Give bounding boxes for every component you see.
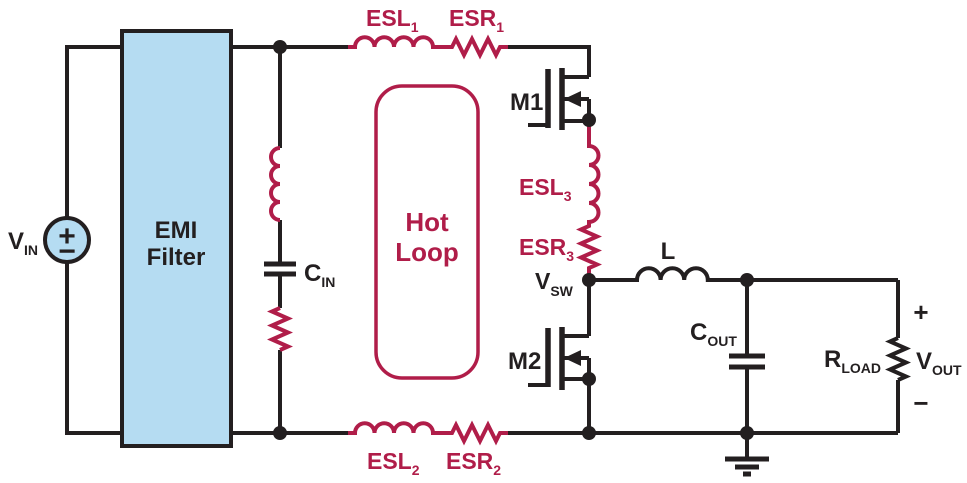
- junction-cin-top: [273, 40, 287, 54]
- junction-cout-bottom: [740, 426, 754, 440]
- m2-label: M2: [508, 348, 541, 375]
- esl1-label: ESL1: [366, 5, 419, 35]
- cin-branch: CIN: [264, 146, 335, 352]
- vsw-label: VSW: [535, 268, 574, 299]
- emi-filter-label-line2: Filter: [147, 244, 206, 271]
- junction-cin-bottom: [273, 426, 287, 440]
- vin-label: VIN: [8, 228, 38, 258]
- junction-m2-rail: [582, 426, 596, 440]
- output-inductor: L: [589, 238, 898, 282]
- bottom-parasitic-chain: ESL2 ESR2: [348, 420, 508, 478]
- esr3-label: ESR3: [519, 234, 574, 264]
- cout-label: COUT: [690, 319, 737, 349]
- esr2-label: ESR2: [446, 448, 501, 478]
- emi-filter-label-line1: EMI: [155, 217, 198, 244]
- rload-output: RLOAD + VOUT −: [824, 297, 962, 418]
- esl3-label: ESL3: [519, 174, 572, 204]
- esl2-label: ESL2: [367, 448, 420, 478]
- junction-m1-source: [582, 113, 596, 127]
- esl1-esr1-symbol: [348, 34, 508, 60]
- esr1-label: ESR1: [449, 5, 504, 35]
- m2-body-diode-arrow-icon: [564, 350, 581, 366]
- vout-plus-sign: +: [913, 297, 928, 327]
- junction-dots: [273, 40, 754, 440]
- emi-filter-box: [120, 29, 233, 448]
- hot-loop-label-line2: Loop: [395, 237, 459, 267]
- vout-label: VOUT: [916, 348, 962, 378]
- vin-source: + − VIN: [8, 216, 91, 268]
- l-inductor-symbol: [589, 266, 898, 282]
- vin-minus-icon: −: [58, 235, 76, 268]
- m1-mosfet: M1: [510, 68, 591, 130]
- cin-esl-inductor-symbol: [269, 146, 281, 222]
- hot-loop-label-line1: Hot: [405, 207, 449, 237]
- wire-vin-top: [65, 45, 122, 218]
- junction-cout-top: [740, 273, 754, 287]
- vin-plus-icon: +: [58, 220, 76, 253]
- hot-loop-callout: Hot Loop: [374, 84, 480, 380]
- m2-mosfet: M2: [508, 327, 591, 390]
- hot-loop-outline: [374, 84, 480, 380]
- wire-vin-bottom: [65, 262, 122, 435]
- cin-esr-resistor-symbol: [267, 306, 293, 352]
- m1-label: M1: [510, 89, 543, 116]
- wiring: [65, 45, 900, 435]
- top-parasitic-chain: ESL1 ESR1: [348, 5, 508, 60]
- rload-label: RLOAD: [824, 346, 881, 376]
- junction-m2-source: [582, 372, 596, 386]
- m1-body-diode-arrow-icon: [564, 91, 581, 107]
- cout-capacitor: COUT: [690, 319, 765, 370]
- wire-top-rail-right: [508, 45, 591, 77]
- junction-vsw: [582, 273, 596, 287]
- esl3-esr3-chain: ESL3 ESR3: [519, 124, 602, 280]
- vin-source-circle: [43, 216, 91, 264]
- rload-resistor-symbol: [885, 336, 911, 382]
- emi-filter-block: EMI Filter: [120, 29, 233, 448]
- vout-minus-sign: −: [913, 388, 928, 418]
- esl2-esr2-symbol: [348, 420, 508, 446]
- cin-label: CIN: [304, 260, 335, 290]
- l-label: L: [661, 238, 676, 265]
- esl3-esr3-symbol: [576, 124, 602, 280]
